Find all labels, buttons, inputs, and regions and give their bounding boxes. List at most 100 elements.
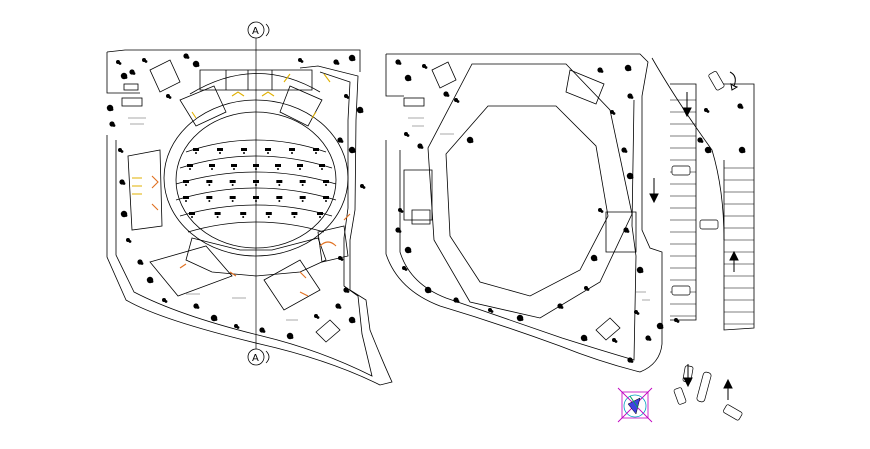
seat-chair bbox=[321, 168, 323, 170]
tree-icon bbox=[140, 262, 144, 265]
tree-icon bbox=[346, 290, 350, 293]
arrow-icon bbox=[723, 378, 733, 400]
gatehouse bbox=[149, 59, 181, 93]
seat-table bbox=[241, 148, 247, 151]
direction-arrows bbox=[649, 71, 739, 400]
left-inner-boundary bbox=[115, 71, 373, 377]
seat-table bbox=[253, 196, 259, 199]
tree-icon bbox=[630, 360, 634, 363]
tree-icon bbox=[110, 108, 114, 111]
seat-table bbox=[183, 180, 189, 183]
tree-icon bbox=[300, 60, 304, 63]
tree-icon bbox=[456, 100, 460, 103]
tree-icon bbox=[490, 310, 494, 313]
seat-table bbox=[265, 148, 271, 151]
tree-icon bbox=[420, 146, 424, 149]
tree-icon bbox=[352, 320, 356, 323]
parking-block bbox=[121, 97, 143, 107]
seat-chair bbox=[191, 216, 193, 218]
tree-icon bbox=[336, 62, 340, 65]
seat-table bbox=[214, 212, 221, 215]
seat-chair bbox=[208, 184, 211, 186]
octagon-roof-inner bbox=[445, 105, 609, 297]
seat-table bbox=[323, 180, 329, 183]
wing-lower-left-b bbox=[127, 149, 163, 231]
seat-chair bbox=[216, 216, 219, 218]
seat-chair bbox=[255, 168, 257, 170]
seat-chair bbox=[293, 216, 296, 218]
seat-chair bbox=[211, 168, 213, 170]
floor-plan-left bbox=[106, 38, 393, 386]
tree-icon bbox=[398, 62, 402, 65]
annex-left-inner bbox=[411, 209, 431, 225]
tree-icon bbox=[640, 270, 644, 273]
driveway-curve bbox=[651, 57, 725, 241]
seat-chair bbox=[291, 152, 293, 154]
seat-table bbox=[319, 164, 325, 167]
tree-icon bbox=[112, 124, 116, 127]
tree-icon bbox=[398, 230, 402, 233]
tree-icon bbox=[132, 72, 136, 75]
seat-table bbox=[217, 148, 223, 151]
parking-block bbox=[123, 83, 139, 91]
seat-table bbox=[299, 196, 306, 199]
tree-icon bbox=[118, 62, 122, 65]
seat-table bbox=[323, 196, 329, 199]
seat-table bbox=[317, 212, 323, 215]
seat-table bbox=[299, 180, 306, 183]
seat-chair bbox=[185, 184, 187, 186]
tree-icon bbox=[186, 56, 190, 59]
seat-chair bbox=[319, 216, 321, 218]
tree-icon bbox=[144, 60, 148, 63]
tree-icon bbox=[362, 186, 366, 189]
tree-icon bbox=[520, 318, 524, 321]
arrow-icon bbox=[683, 364, 693, 388]
accent-mark bbox=[151, 175, 351, 279]
annex-left bbox=[403, 169, 433, 221]
tree-icon bbox=[700, 140, 704, 143]
tree-icon bbox=[316, 316, 320, 319]
accent-markings bbox=[132, 73, 351, 297]
tree-icon bbox=[628, 68, 632, 71]
tree-icon bbox=[626, 230, 630, 233]
left-site-boundary bbox=[106, 49, 393, 386]
site-plan-right bbox=[385, 53, 755, 373]
tree-icon bbox=[660, 326, 664, 329]
seat-chair bbox=[231, 200, 234, 202]
seat-chair bbox=[242, 216, 245, 218]
seat-chair bbox=[278, 200, 281, 202]
seat-chair bbox=[233, 168, 235, 170]
car-icon bbox=[699, 219, 719, 230]
seat-chair bbox=[325, 184, 327, 186]
tree-icon bbox=[408, 250, 412, 253]
parking-stalls bbox=[670, 99, 754, 325]
tree-icon bbox=[406, 134, 410, 137]
accent-mark bbox=[132, 73, 331, 195]
seat-table bbox=[206, 180, 213, 183]
car-icon bbox=[723, 404, 743, 421]
seat-table bbox=[276, 196, 283, 199]
tree-icon bbox=[124, 76, 128, 79]
tree-icon bbox=[648, 338, 652, 341]
section-marker-top: A bbox=[247, 21, 270, 39]
tree-icon bbox=[340, 140, 344, 143]
tree-icon bbox=[742, 150, 746, 153]
tree-icon bbox=[584, 338, 588, 341]
car-icon bbox=[671, 285, 691, 296]
tree-icon bbox=[624, 150, 628, 153]
tree-icon bbox=[428, 290, 432, 293]
kiosk bbox=[315, 319, 341, 343]
tree-icon bbox=[290, 336, 294, 339]
car-icon bbox=[673, 387, 687, 405]
car-icon bbox=[708, 71, 725, 91]
seating-group bbox=[183, 148, 329, 218]
tree-icon bbox=[196, 306, 200, 309]
seat-chair bbox=[255, 184, 257, 186]
seat-table bbox=[231, 164, 237, 167]
upper-lobby bbox=[199, 69, 313, 91]
seat-chair bbox=[325, 200, 327, 202]
tree-icon bbox=[128, 240, 132, 243]
tree-icon bbox=[740, 106, 744, 109]
tree-icon bbox=[614, 340, 618, 343]
